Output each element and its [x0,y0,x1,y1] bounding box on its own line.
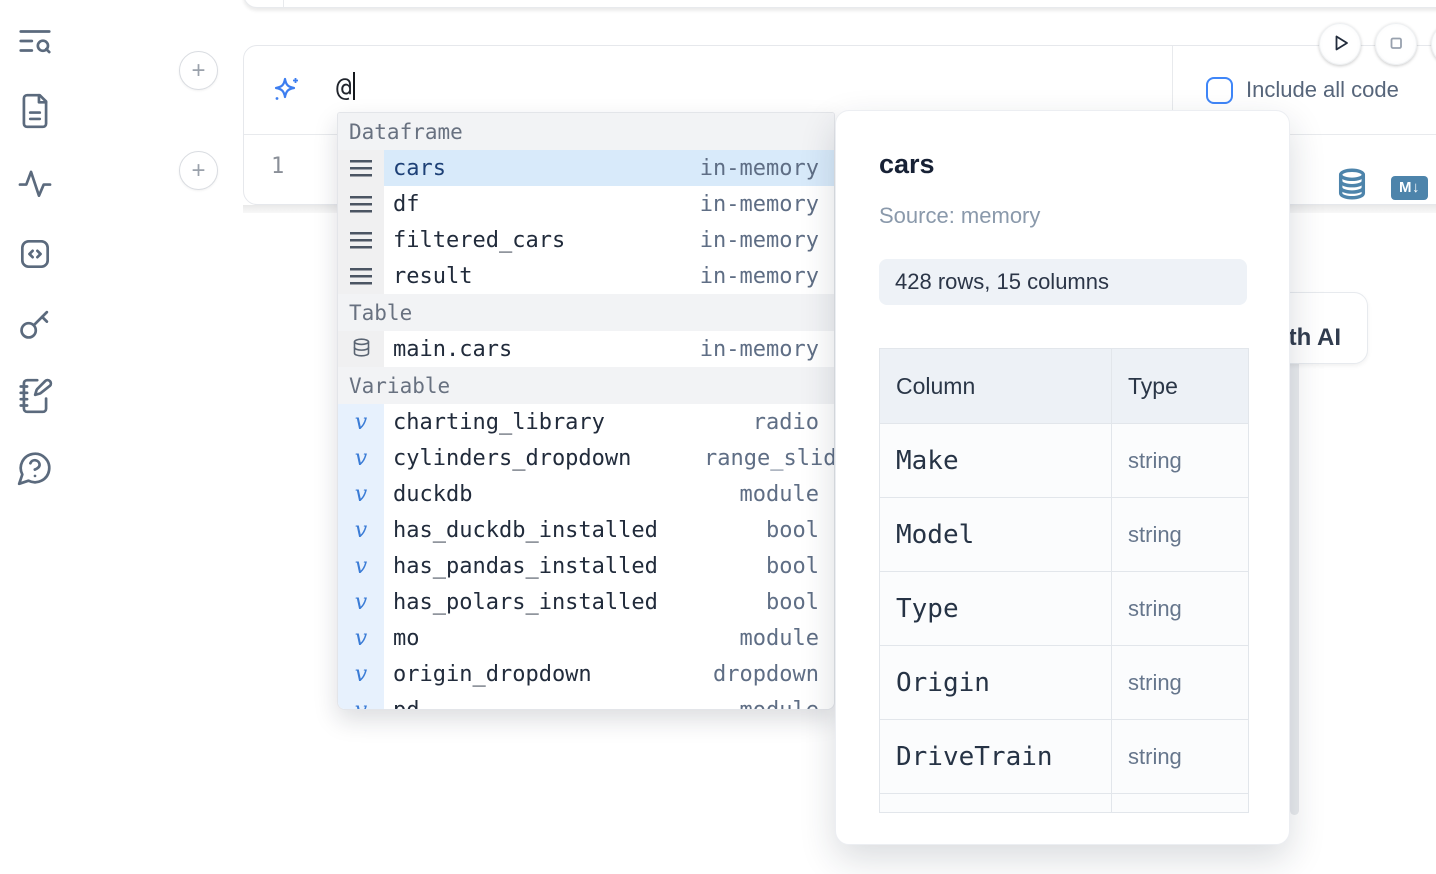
shape-badge: 428 rows, 15 columns [879,259,1247,305]
run-cell-button[interactable] [1319,23,1361,65]
markdown-export-icon[interactable]: M↓ [1391,176,1428,200]
variable-icon: v [354,445,368,471]
key-icon [16,305,54,346]
variable-icon: v [354,481,368,507]
preview-source: Source: memory [879,203,1041,228]
include-all-code-checkbox[interactable] [1206,77,1233,104]
database-icon [351,337,372,362]
notebook-pen-icon [16,377,54,418]
add-cell-button-bottom[interactable]: + [179,151,218,190]
dataframe-rows-icon [350,159,372,177]
variable-icon: v [354,625,368,651]
text-cursor [352,72,356,100]
variable-icon: v [354,589,368,615]
help-chat-icon [16,449,54,490]
dataframe-rows-icon [350,231,372,249]
sidebar-item-search[interactable] [12,19,58,65]
include-all-code-label[interactable]: Include all code [1246,77,1399,102]
file-document-icon [16,92,54,133]
sidebar-item-tracing[interactable] [12,161,58,207]
sidebar-item-snippets[interactable] [12,232,58,278]
scrollbar-thumb[interactable] [1290,360,1299,815]
table-row: DriveTrain string [880,719,1248,793]
play-icon [1327,30,1353,59]
sidebar-item-files[interactable] [12,89,58,135]
dataframe-preview-popup: cars Source: memory 428 rows, 15 columns… [835,110,1290,845]
stop-icon [1383,30,1409,59]
section-header-variable: Variable [338,367,834,404]
variable-icon: v [354,553,368,579]
cell-input-divider [1172,46,1173,134]
code-cell-icon [16,235,54,276]
sidebar-item-secrets[interactable] [12,302,58,348]
ai-prompt-text: @ [336,72,356,103]
variable-icon: v [354,409,368,435]
sidebar-item-help[interactable] [12,446,58,492]
section-header-dataframe: Dataframe [338,113,834,150]
variable-icon: v [354,661,368,687]
table-row: Type string [880,571,1248,645]
line-number: 1 [271,154,285,179]
dataframe-rows-icon [350,195,372,213]
add-cell-button-top[interactable]: + [179,51,218,90]
database-connected-icon[interactable] [1335,167,1369,206]
table-row: Origin string [880,645,1248,719]
schema-header-row: Column Type [880,349,1248,423]
column-header: Column [896,372,976,399]
text-search-icon [16,22,54,63]
dataframe-rows-icon [350,267,372,285]
preview-title: cars [879,149,935,179]
section-header-table: Table [338,294,834,331]
table-row-clipped [880,793,1248,812]
previous-cell-edge [243,0,1436,8]
type-header: Type [1128,372,1178,399]
schema-table: Column Type Make string Model string Typ… [879,348,1249,813]
table-row: Model string [880,497,1248,571]
ai-prompt-input[interactable]: @ [244,46,1436,134]
ai-sparkle-icon [271,75,301,105]
variable-icon: v [354,517,368,543]
table-row: Make string [880,423,1248,497]
activity-icon [16,164,54,205]
variable-icon: v [354,697,368,710]
stop-button[interactable] [1375,23,1417,65]
sidebar-item-scratchpad[interactable] [12,374,58,420]
cell-gutter-divider [283,0,284,7]
